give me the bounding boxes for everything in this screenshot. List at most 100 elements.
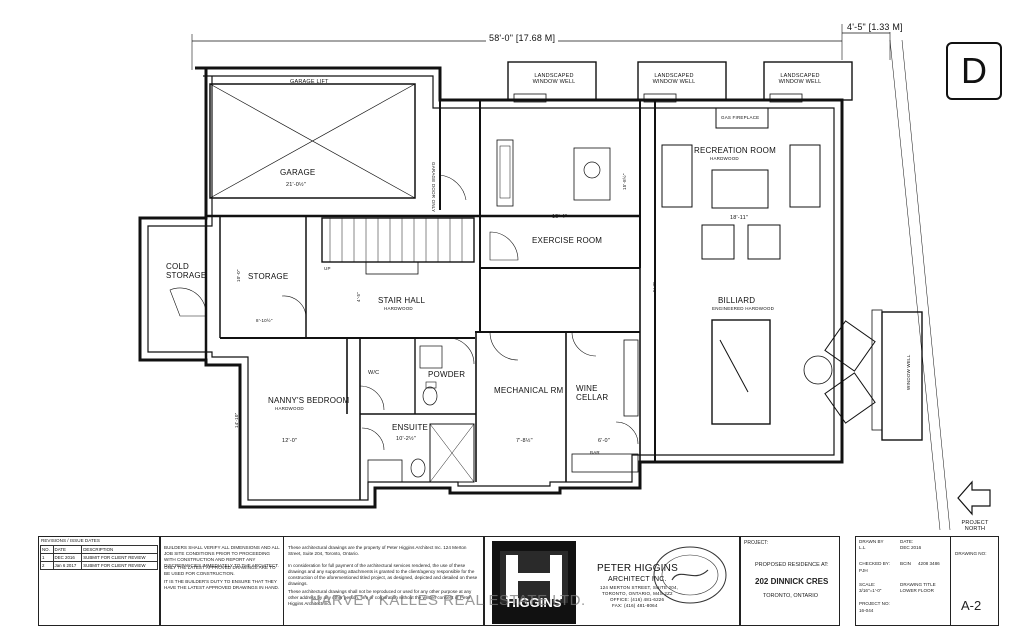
scale-label: SCALE: bbox=[859, 582, 876, 587]
firm-address-1: 124 MERTON STREET, SUITE 204, bbox=[600, 585, 679, 590]
staircase bbox=[321, 217, 475, 263]
rev-cell: 2 bbox=[40, 561, 54, 570]
date-value: DEC 2016 bbox=[900, 545, 922, 550]
wine-cellar-label: WINE CELLAR bbox=[576, 384, 609, 402]
date-label: DATE: bbox=[900, 539, 914, 544]
firm-fax: FAX: (416) 481-8064 bbox=[612, 603, 658, 608]
mechanical-label: MECHANICAL RM bbox=[494, 386, 564, 395]
logo-word: HIGGINS bbox=[506, 595, 562, 610]
stair-floor-label: HARDWOOD bbox=[384, 306, 413, 311]
drawing-no-panel: DRAWING NO: A-2 bbox=[951, 536, 999, 626]
note-1: BUILDERS SHALL VERIFY ALL DIMENSIONS AND… bbox=[164, 545, 280, 568]
exercise-depth-dim: 15'-8½" bbox=[622, 173, 627, 190]
ensuite-shower bbox=[429, 423, 475, 483]
revisions-table: NO. DATE DESCRIPTION 1 DEC 2016 SUBMIT F… bbox=[40, 545, 158, 570]
drawing-title-value: LOWER FLOOR bbox=[900, 588, 934, 593]
floor-plan bbox=[138, 24, 991, 530]
mechanical-width-dim: 7'-8½" bbox=[516, 438, 533, 444]
watermark: HARVEY KALLES REAL ESTATE LTD. bbox=[310, 592, 586, 609]
revisions-title: REVISIONS / ISSUE DATES bbox=[41, 538, 100, 543]
garage-door-label: GARAGE DOOR ONLY bbox=[431, 162, 436, 213]
north-line2: NORTH bbox=[964, 526, 986, 532]
bar-label: BAR bbox=[590, 450, 600, 455]
project-no-label: PROJECT NO: bbox=[859, 601, 890, 606]
nanny-width-dim: 12'-0" bbox=[282, 438, 298, 444]
copyright-1: These architectural drawings are the pro… bbox=[288, 545, 467, 556]
rev-cell: SUBMIT FOR CLIENT REVIEW bbox=[81, 553, 158, 562]
window-well-right bbox=[881, 311, 923, 441]
copyright-panel: These architectural drawings are the pro… bbox=[284, 536, 484, 626]
landscaped-well-1-label: LANDSCAPED WINDOW WELL bbox=[532, 73, 576, 85]
nanny-floor-label: HARDWOOD bbox=[275, 406, 304, 411]
rev-header-date: DATE bbox=[52, 545, 83, 554]
revisions-panel: REVISIONS / ISSUE DATES bbox=[38, 536, 160, 626]
stair-depth-dim: 4'-5" bbox=[356, 292, 361, 302]
drawing-no-value: A-2 bbox=[961, 598, 982, 613]
recreation-room-label: RECREATION ROOM bbox=[694, 146, 776, 155]
builder-notes-panel: BUILDERS SHALL VERIFY ALL DIMENSIONS AND… bbox=[160, 536, 284, 626]
right-window-well-label: WINDOW WELL bbox=[906, 354, 911, 390]
landscaped-well-2-label: LANDSCAPED WINDOW WELL bbox=[652, 73, 696, 85]
billiard-depth-dim: 5'-3" bbox=[652, 282, 657, 292]
copyright-2: In consideration for full payment of the… bbox=[288, 563, 478, 586]
firm-office: OFFICE: (416) 481-6226 bbox=[610, 597, 665, 602]
project-no-value: 16-044 bbox=[859, 608, 874, 613]
recreation-floor-label: HARDWOOD bbox=[710, 156, 739, 161]
note-3: IT IS THE BUILDER'S DUTY TO ENSURE THAT … bbox=[164, 579, 280, 590]
window-well-3 bbox=[763, 61, 853, 101]
project-address: 202 DINNICK CRES bbox=[755, 577, 829, 586]
cold-storage-label: COLD STORAGE bbox=[166, 262, 207, 280]
billiard-label: BILLIARD bbox=[718, 296, 756, 305]
drawing-title-label: DRAWING TITLE bbox=[900, 582, 936, 587]
nanny-depth-dim: 14'-10" bbox=[234, 412, 239, 428]
right-offset-dim: 4'-5" [1.33 M] bbox=[844, 22, 906, 32]
overall-width-dim: 58'-0" [17.68 M] bbox=[486, 33, 559, 43]
garage-width-dim: 21'-0½" bbox=[286, 182, 306, 188]
checked-by-value: PJH bbox=[859, 568, 868, 573]
storage-depth-dim: 10'-0" bbox=[236, 269, 241, 282]
project-panel: PROJECT: PROPOSED RESIDENCE AT: 202 DINN… bbox=[740, 536, 840, 626]
rev-cell: Jan 6 2017 bbox=[52, 561, 83, 570]
storage-label: STORAGE bbox=[248, 272, 289, 281]
powder-label: POWDER bbox=[428, 370, 466, 379]
project-city: TORONTO, ONTARIO bbox=[763, 593, 819, 599]
table-row: 2 Jan 6 2017 SUBMIT FOR CLIENT REVIEW bbox=[40, 561, 158, 570]
exterior-wall bbox=[138, 66, 844, 509]
rev-cell: 1 bbox=[40, 553, 54, 562]
firm-sub: ARCHITECT INC. bbox=[608, 576, 667, 583]
drawing-info-panel: DRAWN BY L.L DATE: DEC 2016 CHECKED BY: … bbox=[855, 536, 951, 626]
north-line1: PROJECT bbox=[961, 520, 989, 526]
architect-seal-icon bbox=[653, 546, 727, 604]
copyright-3: These architectural drawings shall not b… bbox=[288, 589, 472, 606]
gas-fireplace-label: GAS FIREPLACE bbox=[721, 115, 760, 120]
rev-header-desc: DESCRIPTION bbox=[81, 545, 158, 554]
table-row: 1 DEC 2016 SUBMIT FOR CLIENT REVIEW bbox=[40, 553, 158, 562]
rev-cell: SUBMIT FOR CLIENT REVIEW bbox=[81, 561, 158, 570]
drawing-no-label: DRAWING NO: bbox=[955, 551, 987, 556]
project-label: PROJECT: bbox=[744, 540, 769, 546]
billiard-floor-label: ENGINEERED HARDWOOD bbox=[712, 306, 775, 311]
up-label: UP bbox=[324, 266, 331, 271]
stair-hall-label: STAIR HALL bbox=[378, 296, 426, 305]
bcin-value: 4208 3486 bbox=[918, 561, 940, 566]
logo-mark-icon bbox=[500, 551, 568, 603]
sheet-letter: D bbox=[946, 42, 1002, 100]
note-2: ONLY THE LATEST APPROVED DRAWINGS ARE TO… bbox=[164, 565, 276, 576]
storage-width-dim: 8'-10½" bbox=[256, 318, 273, 323]
nanny-bedroom-label: NANNY'S BEDROOM bbox=[268, 396, 350, 405]
rev-header-no: NO. bbox=[40, 545, 54, 554]
firm-panel bbox=[484, 536, 740, 626]
garage-lift-label: GARAGE LIFT bbox=[290, 79, 329, 85]
drawn-by-label: DRAWN BY bbox=[859, 539, 884, 544]
firm-name: PETER HIGGINS bbox=[597, 563, 678, 574]
scale-value: 3/16"=1'-0" bbox=[859, 588, 882, 593]
garage-label: GARAGE bbox=[280, 168, 316, 177]
exercise-room-label: EXERCISE ROOM bbox=[532, 236, 603, 245]
recreation-width-dim: 18'-11" bbox=[730, 215, 749, 221]
bcin-label: BCIN bbox=[900, 561, 911, 566]
rev-cell: DEC 2016 bbox=[52, 553, 83, 562]
ensuite-width-dim: 10'-2½" bbox=[396, 436, 416, 442]
wic-label: W/C bbox=[368, 370, 380, 376]
project-line1: PROPOSED RESIDENCE AT: bbox=[755, 562, 829, 568]
ensuite-label: ENSUITE bbox=[392, 423, 429, 432]
